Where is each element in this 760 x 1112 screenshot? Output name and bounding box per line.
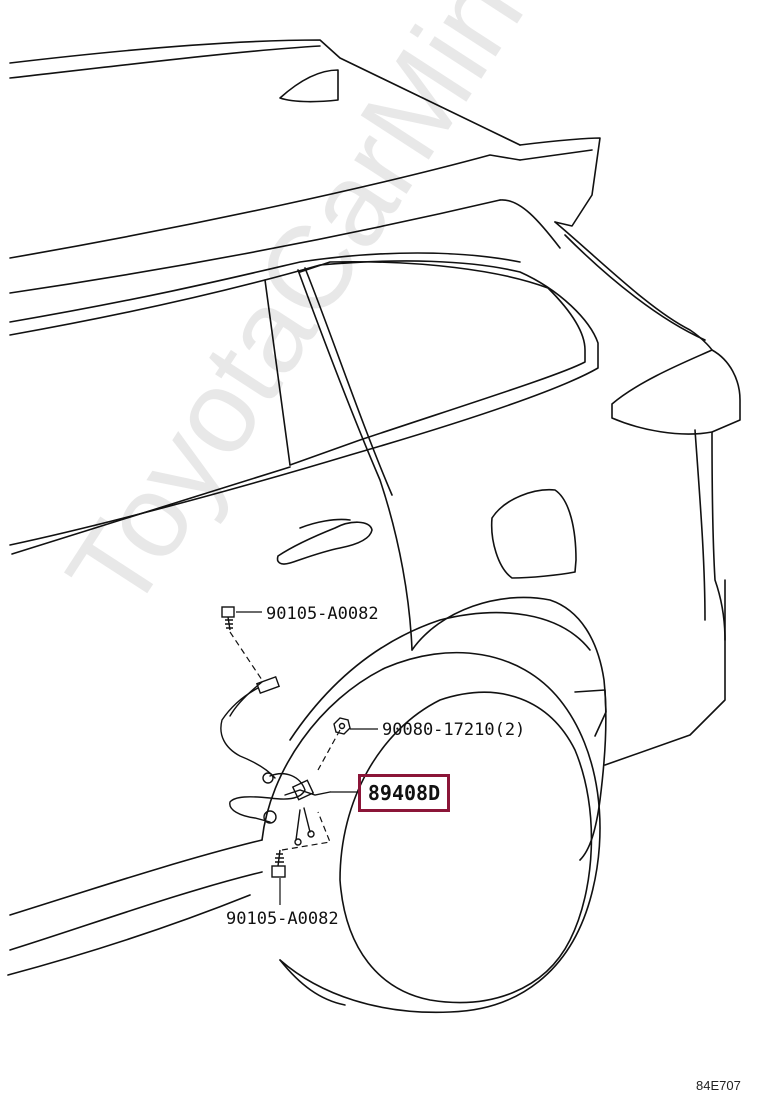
quarter-window-inner [289, 260, 586, 466]
figure-reference: 84E707 [696, 1078, 741, 1093]
leader-nut [317, 729, 341, 771]
roof-rail [9, 45, 321, 79]
callout-bolt-bottom: 90105-A0082 [226, 909, 339, 929]
callout-nut: 90080-17210(2) [382, 720, 526, 740]
callout-bolt-top: 90105-A0082 [266, 604, 379, 624]
belt-line-upper [9, 154, 521, 259]
fuel-lid [490, 488, 577, 579]
rocker-line [9, 839, 263, 916]
roof-fin-antenna [279, 69, 339, 103]
tire-outer [261, 651, 601, 1014]
leader-bolt-top [229, 631, 263, 681]
leader-bolt-bottom [281, 811, 331, 851]
roof-line [9, 39, 521, 146]
part-89408d-link[interactable]: 89408D [358, 774, 450, 812]
quarter-window [9, 260, 599, 546]
fender-flare [411, 596, 607, 861]
nut-icon [333, 717, 351, 735]
speed-sensor-harness [220, 675, 331, 846]
c-pillar [264, 279, 291, 466]
rear-door-edge [297, 269, 413, 651]
door-handle [276, 521, 373, 565]
tail-lamp [611, 349, 741, 435]
belt-line-top [9, 199, 501, 294]
bolt-bottom-icon [271, 849, 286, 878]
rear-spoiler [519, 137, 601, 227]
tire-sidewall [339, 691, 593, 1004]
bolt-top-icon [221, 606, 235, 631]
